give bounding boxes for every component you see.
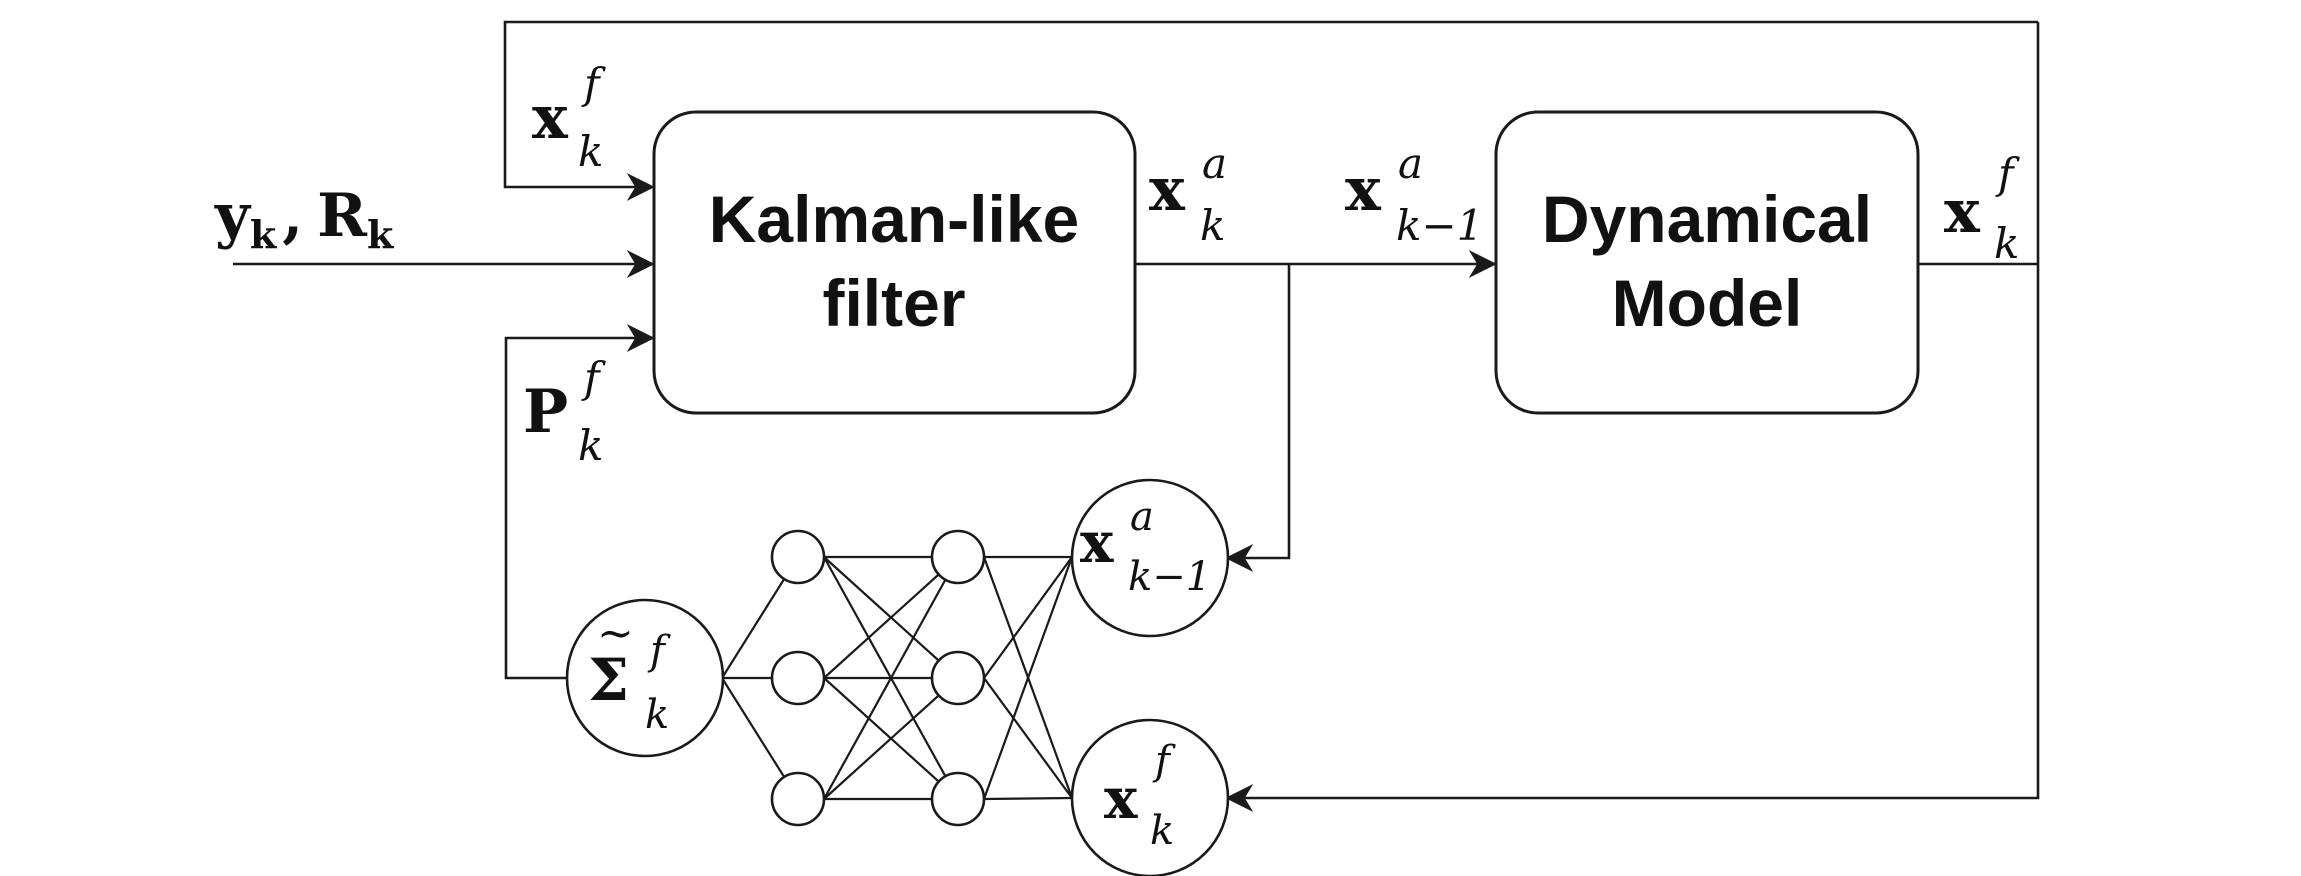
svg-text:k−1: k−1 [1128, 554, 1211, 600]
svg-text:x: x [532, 83, 569, 153]
svg-text:f: f [581, 353, 606, 402]
analysis-input-node [1070, 478, 1230, 638]
kalman-filter-label-line2: filter [822, 266, 965, 340]
hidden2-node-3 [930, 771, 986, 827]
hidden1-node-2 [770, 650, 826, 706]
feedback-forecast-arrow [503, 20, 2038, 201]
svg-text:k: k [1150, 808, 1174, 854]
svg-text:a: a [1202, 139, 1227, 188]
sigma-output-node [565, 598, 725, 758]
hidden2-node-1 [930, 529, 986, 585]
hidden1-node-1 [770, 529, 826, 585]
hidden2-node-2 [930, 650, 986, 706]
forecast-to-network-arrow [1225, 22, 2040, 812]
hidden1-node-3 [770, 771, 826, 827]
analysis-node-label: x a k−1 [1080, 494, 1211, 600]
forecast-input-node [1070, 718, 1230, 876]
dynamical-model-label-line1: Dynamical [1542, 182, 1872, 256]
svg-text:P: P [523, 377, 568, 447]
svg-text:k: k [1994, 219, 2019, 268]
svg-text:f: f [581, 59, 606, 108]
nn-edges [721, 555, 1074, 801]
svg-text:Σ: Σ [588, 646, 629, 714]
dynamical-model-label-line2: Model [1612, 266, 1803, 340]
svg-text:x: x [1345, 155, 1382, 225]
svg-text:k: k [1200, 201, 1225, 250]
svg-text:~: ~ [597, 608, 634, 659]
svg-text:k: k [578, 127, 603, 176]
dynamical-model-block: Dynamical Model [1494, 110, 1920, 415]
svg-text:x: x [1104, 766, 1138, 832]
model-input-label: x a k−1 [1345, 139, 1483, 250]
kalman-filter-label-line1: Kalman-like [709, 182, 1079, 256]
neural-network [565, 478, 1230, 876]
svg-text:k−1: k−1 [1396, 201, 1483, 250]
svg-text:k: k [578, 421, 603, 470]
kalman-filter-block: Kalman-like filter [652, 110, 1137, 415]
svg-text:a: a [1398, 139, 1423, 188]
forecast-input-label: x f k [532, 59, 606, 176]
connectors [233, 20, 2040, 812]
svg-text:x: x [1944, 177, 1981, 247]
analysis-to-network-arrow [1225, 264, 1291, 572]
model-output-label: x f k [1944, 149, 2020, 268]
svg-text:k: k [645, 692, 669, 738]
svg-text:f: f [1995, 149, 2020, 198]
covariance-input-arrow [504, 324, 655, 680]
svg-text:x: x [1149, 155, 1186, 225]
analysis-output-label: x a k [1149, 139, 1227, 250]
svg-text:yk,Rk: yk,Rk [214, 181, 394, 257]
covariance-label: P f k [523, 353, 606, 470]
svg-text:a: a [1130, 494, 1154, 540]
observation-label: yk,Rk [214, 181, 394, 257]
svg-text:x: x [1080, 510, 1114, 576]
